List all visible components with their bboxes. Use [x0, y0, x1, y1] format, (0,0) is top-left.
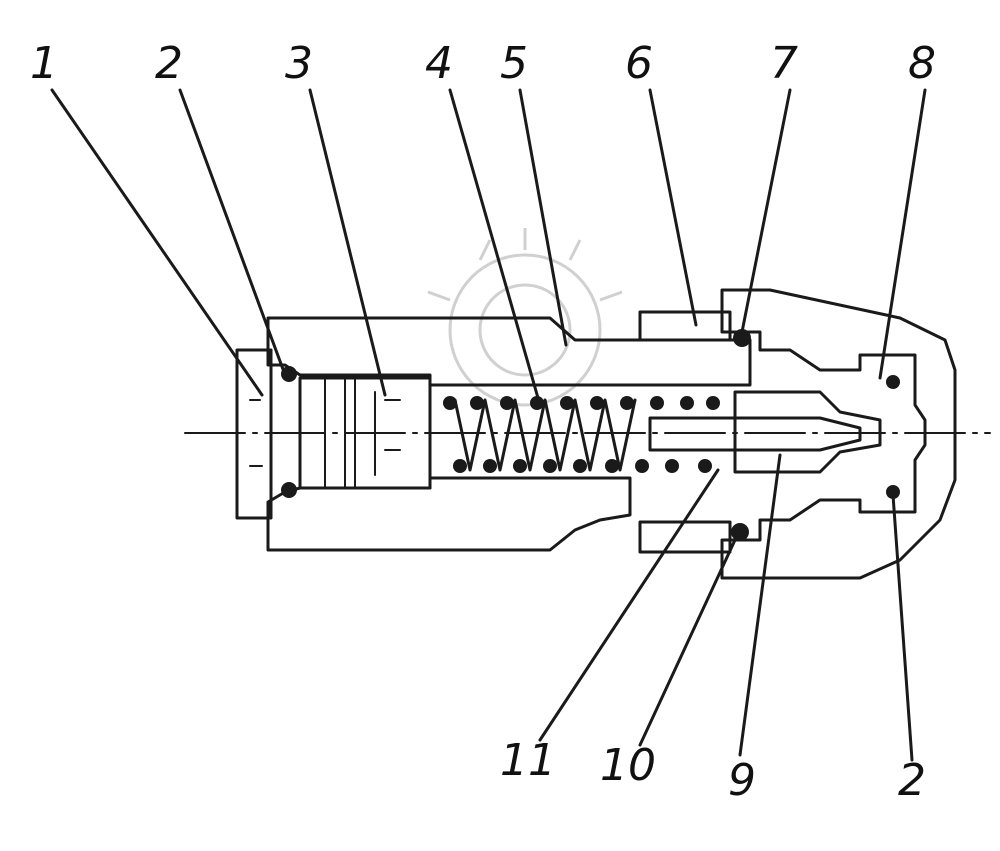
label-10: 10	[600, 740, 656, 791]
label-2-bottom: 2	[898, 755, 926, 806]
label-5: 5	[500, 38, 528, 89]
label-7: 7	[770, 38, 798, 89]
label-11: 11	[500, 735, 556, 786]
labels-bottom: 11 10 9 2	[500, 735, 926, 806]
label-3: 3	[285, 38, 313, 89]
label-8: 8	[908, 38, 936, 89]
part-8-housing	[720, 288, 957, 580]
part-4-spring	[443, 396, 720, 473]
label-2-top: 2	[155, 38, 183, 89]
part-3-piston	[298, 376, 432, 490]
label-4: 4	[425, 38, 453, 89]
o-rings	[281, 329, 900, 541]
part-1-cap	[235, 348, 273, 520]
label-9: 9	[728, 755, 756, 806]
labels-top: 1 2 3 4 5 6 7 8	[30, 38, 936, 89]
watermark	[427, 228, 623, 407]
leader-lines	[50, 88, 927, 762]
part-9-stem	[648, 390, 882, 474]
label-1: 1	[30, 38, 58, 89]
label-6: 6	[625, 38, 653, 89]
